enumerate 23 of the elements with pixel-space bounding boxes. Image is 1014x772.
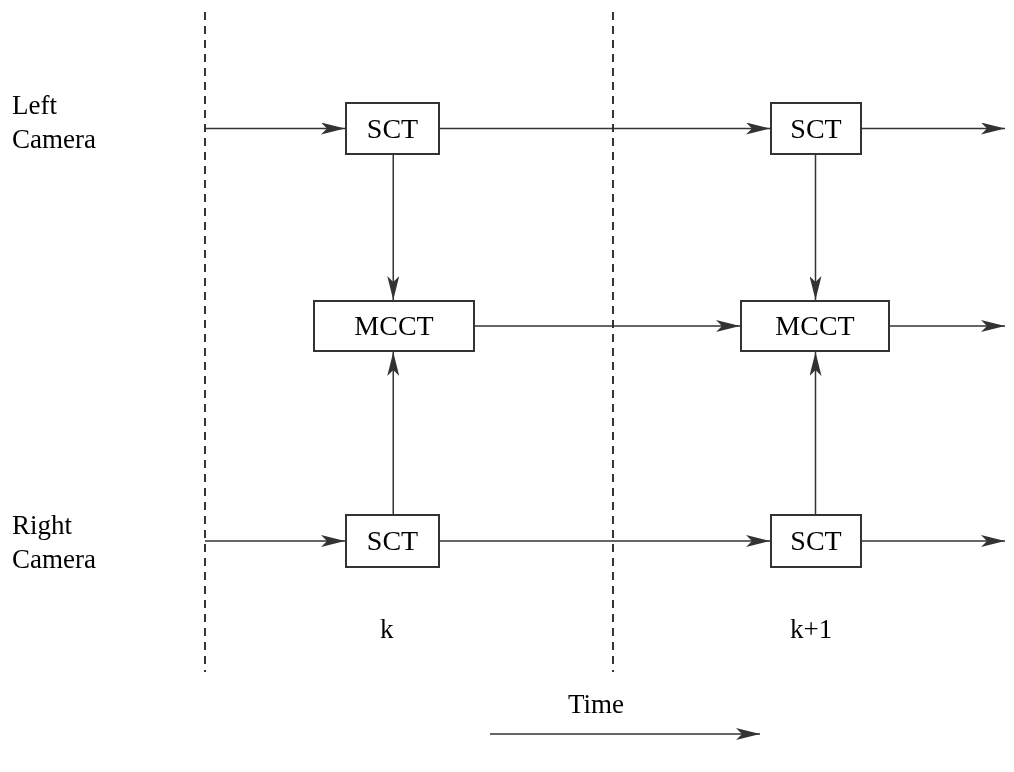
arrow [809, 351, 822, 515]
process-box: SCT [345, 514, 440, 568]
arrow [861, 535, 1006, 547]
arrow [474, 320, 741, 332]
process-box: MCCT [740, 300, 890, 352]
axis-label: k [380, 613, 394, 646]
axis-label: Right Camera [12, 509, 97, 576]
arrow [439, 535, 771, 547]
arrow [439, 122, 771, 135]
arrow [387, 351, 400, 515]
process-box: SCT [770, 514, 862, 568]
process-box: SCT [345, 102, 440, 155]
axis-label: Time [568, 688, 625, 721]
arrow [861, 122, 1006, 135]
process-box: MCCT [313, 300, 475, 352]
axis-label: k+1 [790, 613, 833, 646]
arrow [204, 535, 346, 547]
arrow [889, 320, 1006, 332]
arrow [809, 154, 822, 301]
process-box: SCT [770, 102, 862, 155]
arrow [204, 122, 346, 135]
axis-label: Left Camera [12, 89, 97, 156]
arrow [387, 154, 400, 301]
